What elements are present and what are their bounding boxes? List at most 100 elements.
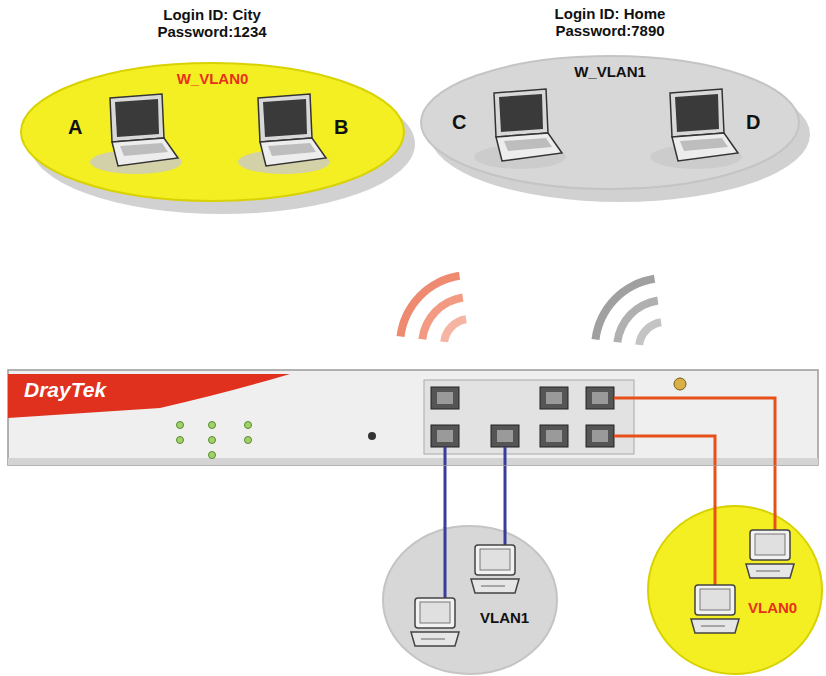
pc-screen bbox=[480, 549, 510, 570]
login-credentials: Login ID: City Password:1234 bbox=[132, 6, 292, 41]
zone-outline bbox=[421, 56, 799, 189]
laptop-keyboard bbox=[504, 138, 552, 151]
laptop-keyboard bbox=[120, 143, 168, 156]
laptop-base bbox=[112, 138, 178, 166]
node-decoration bbox=[8, 370, 818, 465]
node-shape bbox=[8, 370, 818, 465]
laptop-icon bbox=[650, 89, 742, 169]
brand-logo: DrayTek bbox=[24, 378, 106, 402]
laptop-lid bbox=[110, 94, 164, 142]
wifi-wave bbox=[418, 294, 463, 340]
client-letter: D bbox=[746, 111, 760, 134]
pc-monitor bbox=[695, 585, 735, 615]
ethernet-cable bbox=[714, 506, 717, 585]
laptop-icon bbox=[238, 94, 330, 174]
laptop-base bbox=[496, 133, 562, 161]
ethernet-cable bbox=[444, 447, 447, 465]
ethernet-cable bbox=[444, 465, 447, 528]
wifi-wave bbox=[613, 297, 658, 343]
ethernet-port bbox=[431, 387, 459, 409]
laptop-keyboard bbox=[680, 138, 728, 151]
laptop-icon bbox=[474, 89, 566, 169]
client-letter: A bbox=[68, 116, 82, 139]
vlan-label: VLAN0 bbox=[748, 599, 797, 616]
laptop-keyboard bbox=[268, 143, 316, 156]
status-led bbox=[177, 437, 184, 444]
wifi-waves bbox=[592, 275, 662, 346]
pc-monitor bbox=[415, 598, 455, 628]
wireless-vlan-zone: Login ID: Home Password:7890W_VLAN1CD bbox=[420, 55, 800, 190]
status-led bbox=[245, 422, 252, 429]
port-socket bbox=[437, 430, 453, 442]
laptop-base bbox=[260, 138, 326, 166]
laptop-lid bbox=[670, 89, 724, 137]
wired-vlan-zone: VLAN0 bbox=[647, 505, 823, 675]
pc-drive bbox=[421, 639, 445, 640]
status-led bbox=[209, 452, 216, 459]
pc-drive bbox=[756, 571, 780, 572]
port-socket bbox=[592, 392, 608, 404]
router-box: DrayTek bbox=[8, 370, 818, 465]
ethernet-port bbox=[586, 425, 614, 447]
laptop-client: B bbox=[240, 88, 355, 176]
antenna-connector bbox=[674, 378, 686, 390]
vlan-label: W_VLAN1 bbox=[420, 63, 800, 80]
wifi-wave bbox=[635, 318, 661, 345]
port-socket bbox=[437, 392, 453, 404]
laptop-screen bbox=[263, 99, 307, 137]
laptop-screen bbox=[499, 94, 543, 132]
pc-monitor bbox=[750, 530, 790, 560]
ethernet-cable bbox=[504, 530, 507, 545]
laptop-client: C bbox=[452, 83, 567, 171]
pc-screen bbox=[700, 589, 730, 610]
port-socket bbox=[592, 430, 608, 442]
vlan-label: W_VLAN0 bbox=[20, 70, 405, 87]
pc-base bbox=[691, 619, 739, 633]
wifi-wave bbox=[397, 272, 461, 337]
vlan-label: VLAN1 bbox=[480, 609, 529, 626]
laptop-base bbox=[672, 133, 738, 161]
router-face bbox=[8, 370, 818, 465]
pc-drive bbox=[701, 626, 725, 627]
laptop-icon bbox=[90, 94, 182, 174]
router-edge bbox=[8, 458, 818, 465]
node-decoration bbox=[411, 527, 519, 646]
ethernet-cable bbox=[774, 465, 777, 514]
port-socket bbox=[497, 430, 513, 442]
ethernet-cable bbox=[504, 465, 507, 531]
wifi-waves bbox=[397, 272, 467, 343]
wireless-vlan-zone: Login ID: City Password:1234W_VLAN0AB bbox=[20, 62, 405, 202]
status-led bbox=[245, 437, 252, 444]
laptop-lid bbox=[258, 94, 312, 142]
pc-screen bbox=[420, 602, 450, 623]
laptop-lid bbox=[494, 89, 548, 137]
reset-button bbox=[368, 432, 376, 440]
ethernet-port bbox=[491, 425, 519, 447]
laptop-client: D bbox=[652, 83, 767, 171]
ethernet-cable bbox=[714, 465, 717, 507]
ethernet-cable bbox=[774, 513, 777, 530]
ethernet-port bbox=[540, 425, 568, 447]
wifi-wave bbox=[592, 275, 656, 340]
ethernet-cable bbox=[614, 398, 775, 465]
ethernet-port bbox=[431, 425, 459, 447]
pc-base bbox=[746, 564, 794, 578]
wired-vlan-zone: VLAN1 bbox=[382, 525, 558, 675]
port-socket bbox=[546, 430, 562, 442]
zone-outline bbox=[21, 63, 404, 201]
pc-screen bbox=[755, 534, 785, 555]
client-letter: B bbox=[334, 116, 348, 139]
zone-outline bbox=[383, 526, 557, 674]
zone-outline bbox=[648, 506, 822, 674]
node-shape bbox=[68, 88, 183, 176]
logo-swoosh bbox=[8, 374, 290, 418]
laptop-screen bbox=[115, 99, 159, 137]
status-led bbox=[209, 437, 216, 444]
pc-base bbox=[411, 632, 459, 646]
ethernet-cable bbox=[444, 527, 447, 598]
status-led bbox=[209, 422, 216, 429]
wifi-wave bbox=[440, 315, 466, 342]
node-shape bbox=[452, 83, 567, 171]
ethernet-cable bbox=[614, 436, 715, 465]
